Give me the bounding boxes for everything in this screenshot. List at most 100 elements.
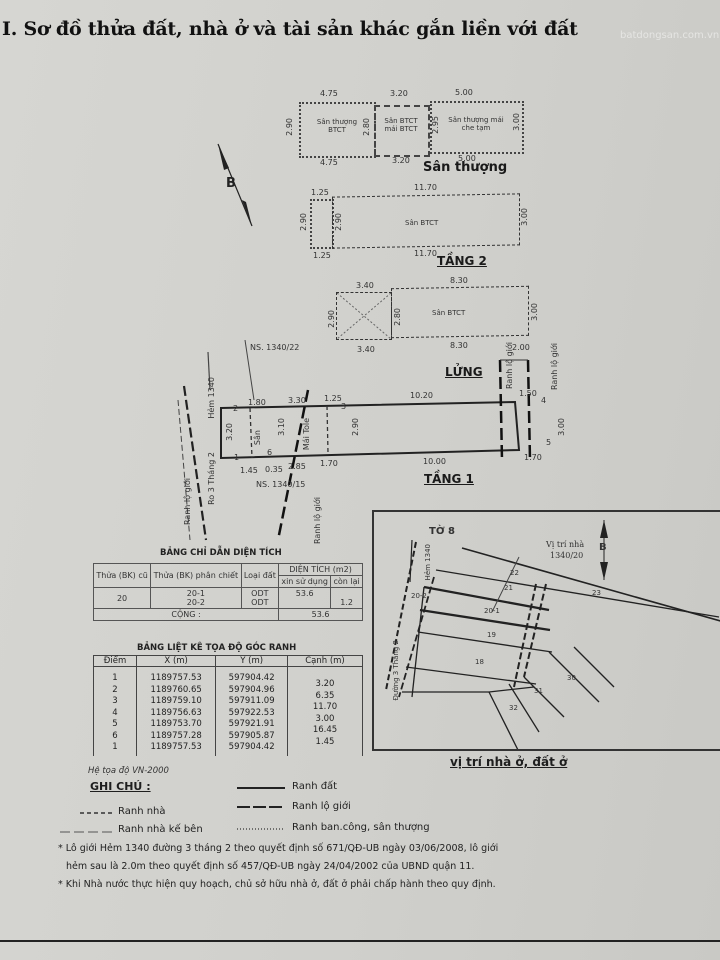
parcel-number: 32: [509, 704, 518, 712]
dim: 1.25: [311, 188, 329, 197]
room-label: Sân thượng BTCT: [316, 118, 358, 134]
total-value: 53.6: [278, 608, 363, 621]
legend-dotted-line: [237, 828, 285, 830]
point-label: 3: [341, 402, 347, 411]
dim: 3.20: [390, 89, 408, 98]
street-label: Ranh lộ giới: [313, 497, 322, 545]
dim: 4.75: [320, 158, 338, 167]
parcel-number: 21: [504, 584, 513, 592]
room-label: Sân: [253, 430, 262, 446]
dim: 3.00: [520, 208, 529, 226]
legend-label: Ranh ban.công, sân thượng: [292, 822, 430, 833]
room-label: Sân thượng mái che tạm: [448, 116, 504, 132]
watermark: batdongsan.com.vn: [620, 30, 720, 41]
dim: 3.00: [557, 418, 566, 436]
cell: 1.2: [330, 587, 363, 609]
legend-label: Ranh lộ giới: [292, 801, 351, 812]
dim: 2.90: [327, 310, 336, 328]
street-label: Hẻm 1340: [207, 377, 216, 419]
room-label: Sân BTCT: [405, 219, 439, 227]
parcel-number: 20-2: [411, 592, 427, 600]
legend-long-dash-line: [237, 806, 285, 808]
parcel-number: 22: [510, 569, 519, 577]
col-header: xin sử dụng: [278, 575, 332, 588]
col-header: Cạnh (m): [287, 655, 363, 667]
dim: 10.20: [410, 391, 433, 400]
floor-title-san-thuong: Sân thượng: [423, 160, 508, 175]
dim: 1.25: [313, 251, 331, 260]
street-label: Ranh lộ giới: [183, 478, 192, 526]
area-table: Thửa (BK) cũ Thửa (BK) phân chiết Loại đ…: [92, 563, 363, 621]
site-map: TỜ 8 Vị trí nhà 1340/20 B Hẻm 1340 Đường…: [372, 510, 720, 751]
room-label: Sân BTCT: [432, 309, 466, 317]
north-arrow-icon: [217, 143, 253, 227]
total-row: CỘNG : 53.6: [92, 608, 363, 621]
floor-title-lung: LỬNG: [445, 365, 483, 379]
parcel-number: 31: [534, 687, 543, 695]
parcel-number: 18: [475, 658, 484, 666]
col-header: Thửa (BK) cũ: [92, 563, 152, 588]
legend-label: Ranh đất: [292, 781, 338, 792]
street-label: Đường 3 Tháng 2: [392, 640, 400, 701]
dim: 5.00: [458, 154, 476, 163]
dim: 11.70: [414, 249, 437, 258]
neighbor-label: NS. 1340/22: [250, 343, 300, 352]
page-title: I. Sơ đồ thửa đất, nhà ở và tài sản khác…: [2, 18, 578, 40]
site-map-drawing: [385, 520, 720, 749]
dim: 2.95: [431, 116, 440, 134]
room-label: Sân BTCT mái BTCT: [384, 117, 418, 133]
area-table-title: BẢNG CHỈ DẪN DIỆN TÍCH: [160, 548, 282, 558]
dim: 1.70: [320, 459, 338, 468]
col-header: Thửa (BK) phân chiết: [150, 563, 242, 588]
point-label: 1: [234, 453, 240, 462]
point-label: 4: [541, 396, 547, 405]
dim: 1.80: [248, 398, 266, 407]
room-tang2-left: [310, 199, 334, 249]
parcel-number: 20-1: [484, 607, 500, 615]
coord-table-title: BẢNG LIỆT KÊ TỌA ĐỘ GÓC RANH: [137, 643, 297, 653]
col-header: X (m): [135, 655, 217, 667]
dim: 3.10: [277, 418, 286, 436]
section-divider: [0, 940, 720, 942]
dim: 1.25: [324, 394, 342, 403]
dim: 1.70: [524, 453, 542, 462]
note-1: * Lô giới Hẻm 1340 đường 3 tháng 2 theo …: [58, 843, 499, 854]
coordinate-system: Hệ tọa độ VN-2000: [88, 766, 169, 776]
col-header: DIỆN TÍCH (m2): [278, 563, 363, 576]
cell: 53.6: [278, 587, 332, 609]
street-label: Ro 3 Tháng 2: [207, 452, 216, 505]
dim: 1.50: [519, 389, 537, 398]
room-san-btct: [374, 105, 430, 157]
sheet-label: TỜ 8: [429, 526, 455, 537]
dim: 4.75: [320, 89, 338, 98]
dim: 2.00: [512, 343, 530, 352]
col-header: Y (m): [215, 655, 288, 667]
col-header: Điểm: [93, 655, 137, 667]
dim: 8.30: [450, 341, 468, 350]
room-lung-void: [336, 292, 392, 340]
point-label: 6: [267, 448, 273, 457]
note-1-cont: hẻm sau là 2.0m theo quyết định số 457/Q…: [66, 861, 475, 872]
floor-title-tang-2: TẦNG 2: [437, 254, 487, 268]
note-2: * Khi Nhà nước thực hiện quy hoạch, chủ …: [58, 879, 496, 890]
legend-title: GHI CHÚ :: [90, 780, 151, 793]
parcel-number: 30: [567, 674, 576, 682]
neighbor-label: NS. 1340/15: [256, 480, 306, 489]
legend-label: Ranh nhà: [118, 806, 166, 817]
site-map-caption: vị trí nhà ở, đất ở: [450, 755, 568, 769]
dim: 2.80: [393, 308, 402, 326]
dim: 2.80: [362, 118, 371, 136]
house-location-label: Vị trí nhà: [546, 540, 585, 549]
room-label: Mái Tole: [302, 418, 311, 451]
dim: 10.00: [423, 457, 446, 466]
dim: 5.00: [455, 88, 473, 97]
dim: 2.90: [285, 118, 294, 136]
dim: 2.90: [351, 418, 360, 436]
